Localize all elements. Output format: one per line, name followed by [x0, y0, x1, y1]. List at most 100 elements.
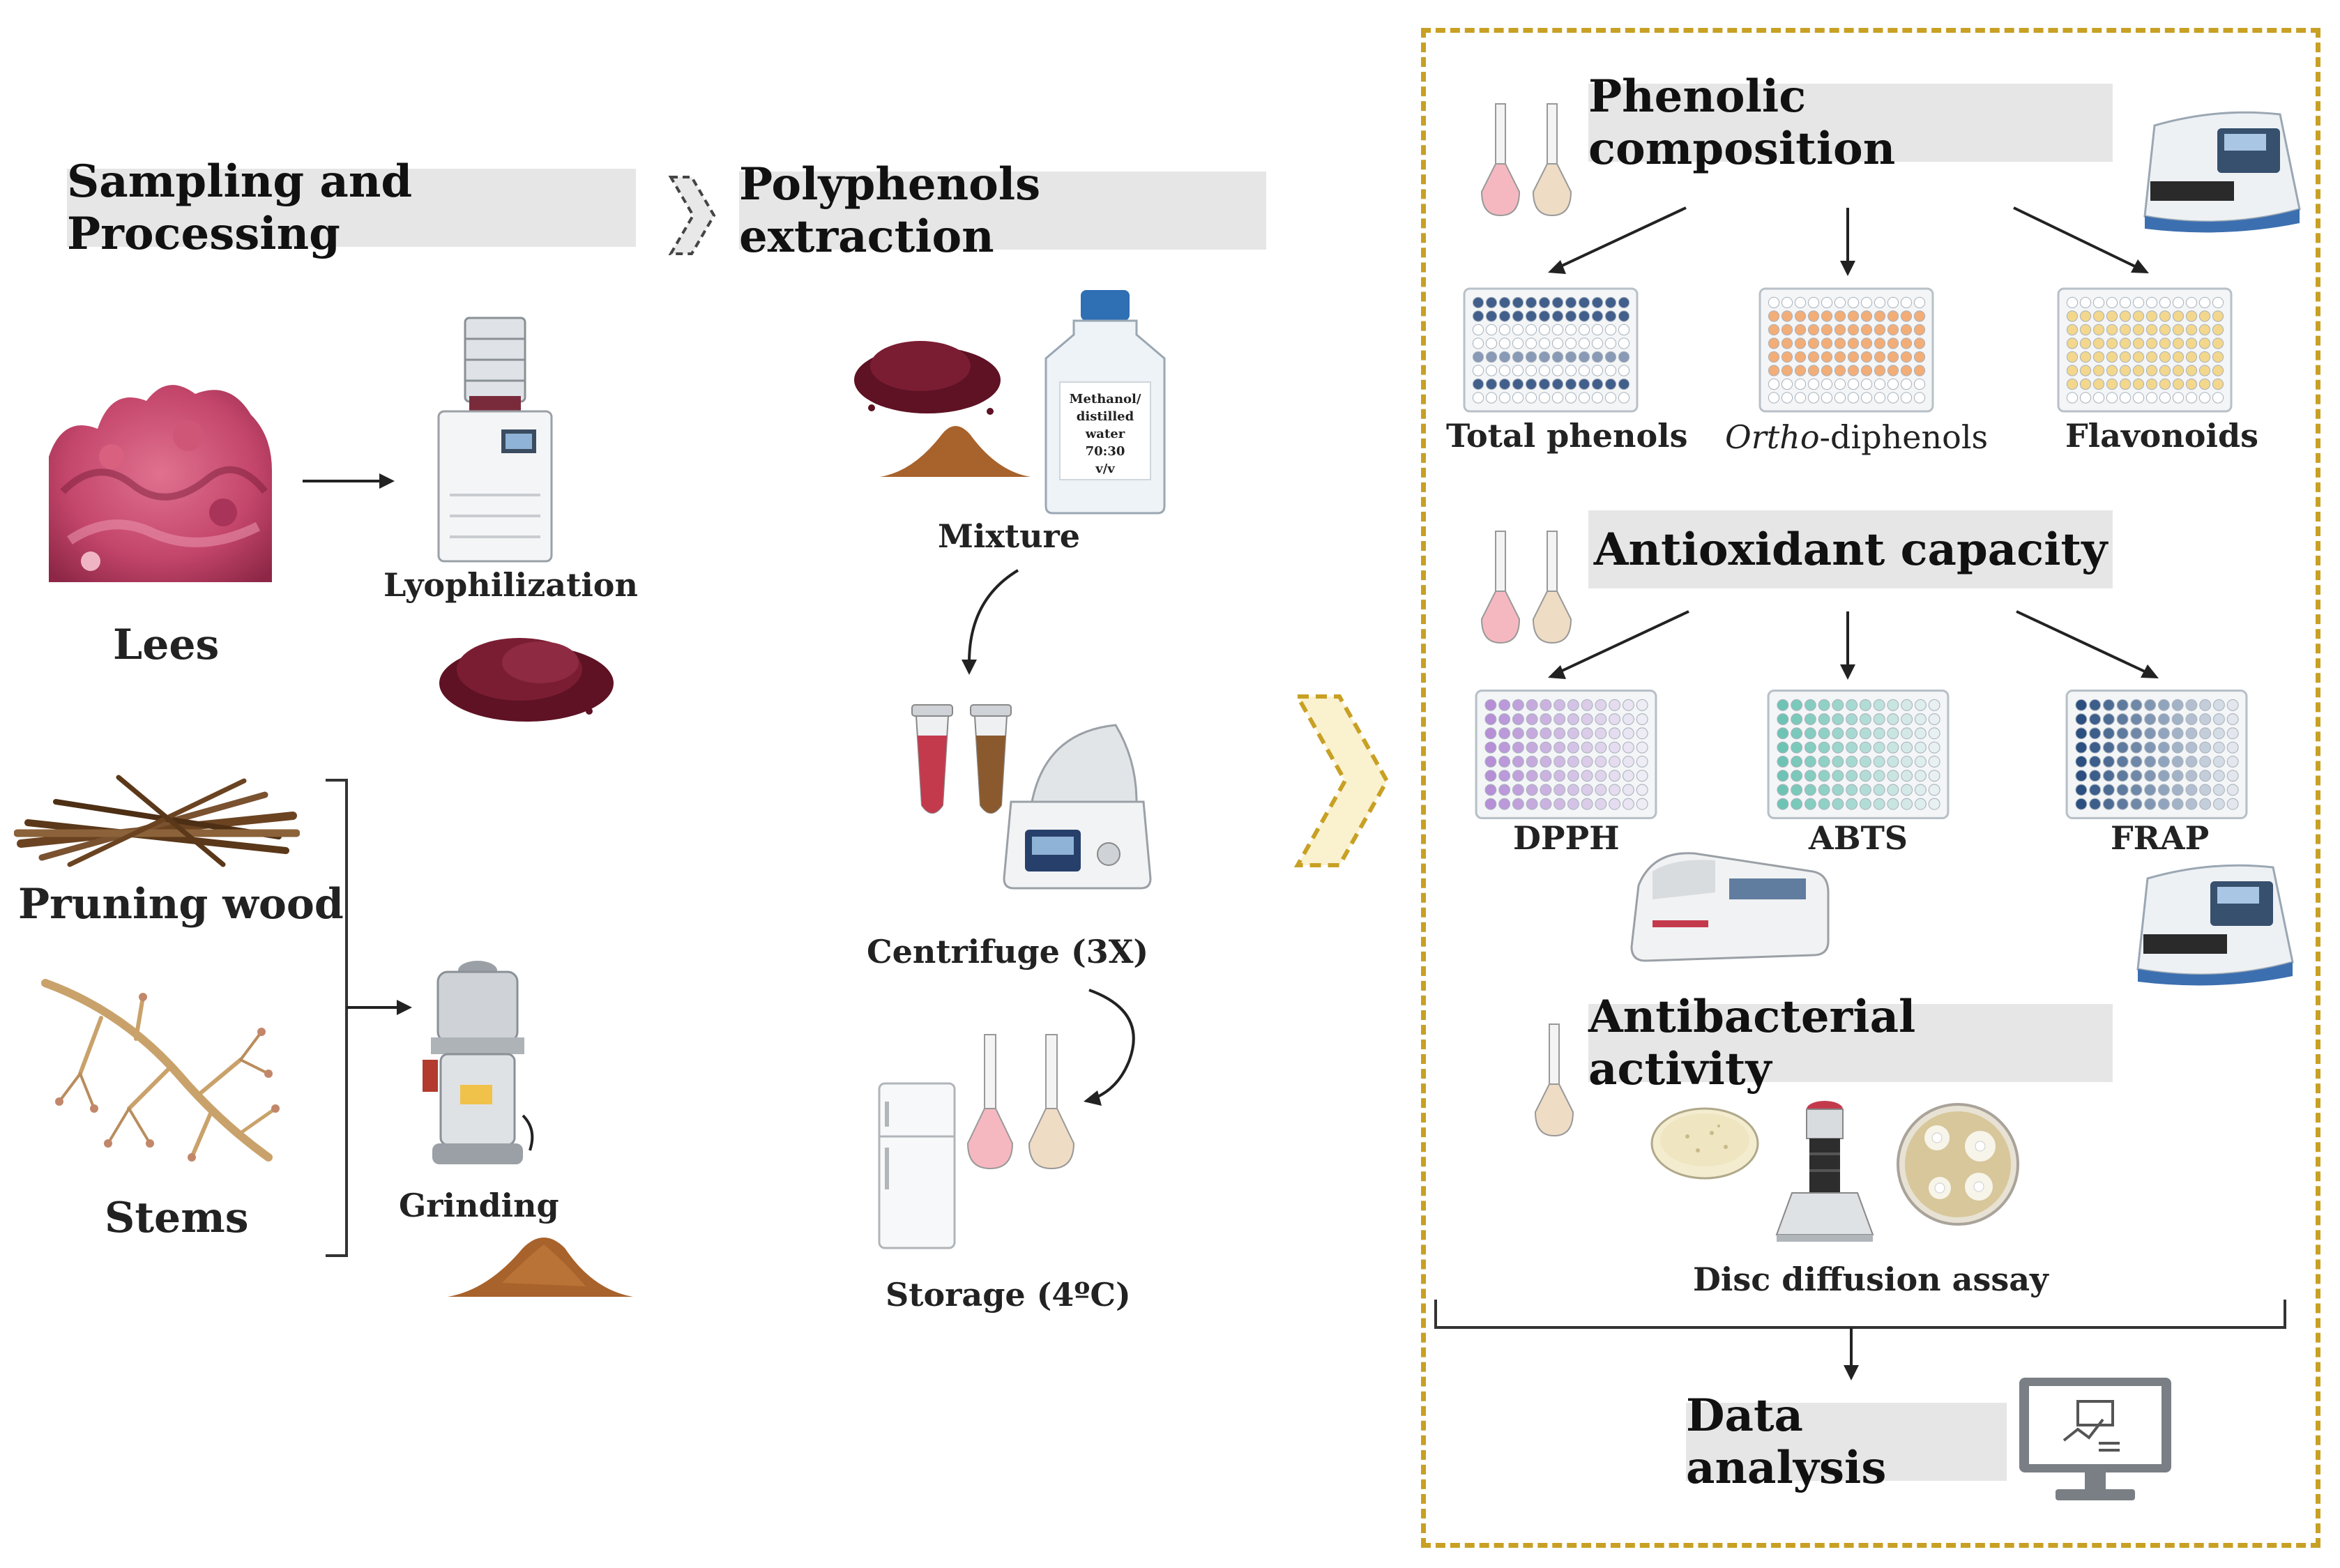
plate-well [1846, 770, 1858, 782]
antioxidant-arrows [1548, 610, 2159, 680]
plate-well [1498, 784, 1511, 796]
plate-well [1622, 741, 1634, 754]
plate-well [1609, 713, 1621, 725]
plate-well [2106, 310, 2118, 322]
plate-well [1604, 337, 1617, 349]
plate-well [2102, 770, 2115, 782]
plate-well [2075, 741, 2088, 754]
plate-well [1847, 296, 1860, 309]
plate-well [1821, 392, 1833, 404]
plate-well [2079, 392, 2092, 404]
data-analysis-title-text: Data analysis [1686, 1390, 1887, 1494]
plate-well [2066, 351, 2079, 363]
storage-label: Storage (4ºC) [886, 1276, 1131, 1314]
plate-well [2185, 784, 2198, 796]
plate-well [1485, 337, 1498, 349]
plate-well [2171, 784, 2184, 796]
plate-well [1832, 798, 1844, 810]
plate-well [2145, 365, 2158, 376]
plate-well [2157, 699, 2170, 711]
plate-well [1551, 324, 1564, 336]
plate-well [1794, 324, 1807, 336]
plate-well [1860, 296, 1873, 309]
plate-well [1526, 784, 1538, 796]
plate-well [2145, 337, 2158, 349]
plate-well [1622, 755, 1634, 768]
plate-well [2199, 784, 2212, 796]
plate-well [2185, 296, 2198, 309]
plate-well [2119, 378, 2132, 390]
plate-well [1578, 296, 1590, 309]
brown-powder-1 [448, 1238, 633, 1297]
plate-well [2159, 351, 2171, 363]
plate-well [1847, 310, 1860, 322]
plate-well [1913, 310, 1926, 322]
plate-well [2198, 324, 2211, 336]
plate-well [1512, 770, 1524, 782]
plate-well [2116, 770, 2129, 782]
plate-well [1859, 798, 1871, 810]
plate-well [1498, 798, 1511, 810]
plate-well [1581, 727, 1593, 740]
plate-well [1818, 784, 1830, 796]
plate-well [2066, 296, 2079, 309]
plate-well [1887, 713, 1899, 725]
plate-flavonoids [2057, 287, 2233, 413]
plate-well [2075, 699, 2088, 711]
plate-well [2079, 296, 2092, 309]
plate-well [2185, 351, 2198, 363]
plate-well [1859, 784, 1871, 796]
plate-well [2199, 798, 2212, 810]
plate-well [2132, 378, 2145, 390]
plate-well [1604, 378, 1617, 390]
plate-well [2089, 784, 2102, 796]
plate-well [1887, 755, 1899, 768]
plate-well [2092, 296, 2105, 309]
plate-well [1512, 392, 1524, 404]
plate-well [1553, 741, 1566, 754]
analysis-frame [1421, 28, 2320, 1548]
plate-well [1567, 699, 1579, 711]
plate-well [2066, 324, 2079, 336]
plate-well [2157, 741, 2170, 754]
plate-well [2132, 351, 2145, 363]
plate-well [1834, 378, 1846, 390]
plate-well [2172, 337, 2185, 349]
plate-well [2066, 378, 2079, 390]
plate-well [1846, 699, 1858, 711]
plate-well [2226, 755, 2239, 768]
extraction-title-text: Polyphenols extraction [739, 158, 1041, 263]
plate-well [2075, 713, 2088, 725]
plate-well [1636, 798, 1648, 810]
plate-well [1553, 699, 1566, 711]
ortho-diphenols-label: Ortho-diphenols [1725, 418, 1988, 456]
plate-well [1622, 784, 1634, 796]
plate-well [1928, 755, 1940, 768]
plate-well [1498, 755, 1511, 768]
plate-well [1604, 351, 1617, 363]
plate-well [2157, 798, 2170, 810]
plate-frap [2065, 689, 2248, 820]
plate-well [1860, 310, 1873, 322]
plate-well [1874, 378, 1886, 390]
plate-well [1578, 378, 1590, 390]
plate-well [2092, 392, 2105, 404]
plate-well [2089, 798, 2102, 810]
plate-well [2145, 310, 2158, 322]
plate-well [2185, 310, 2198, 322]
plate-well [1777, 770, 1789, 782]
plate-ortho-diphenols [1758, 287, 1934, 413]
plate-well [1818, 727, 1830, 740]
disc-diffusion-label: Disc diffusion assay [1693, 1261, 2049, 1298]
plate-well [1887, 798, 1899, 810]
plate-well [1874, 365, 1886, 376]
plate-well [1565, 324, 1577, 336]
plate-well [1618, 310, 1630, 322]
plate-well [1832, 699, 1844, 711]
bottle-label-line-3: water [1085, 427, 1125, 441]
chevron-large-icon [1293, 694, 1390, 867]
plate-well [2226, 798, 2239, 810]
plate-well [2157, 755, 2170, 768]
plate-well [2157, 770, 2170, 782]
plate-well [1901, 713, 1913, 725]
